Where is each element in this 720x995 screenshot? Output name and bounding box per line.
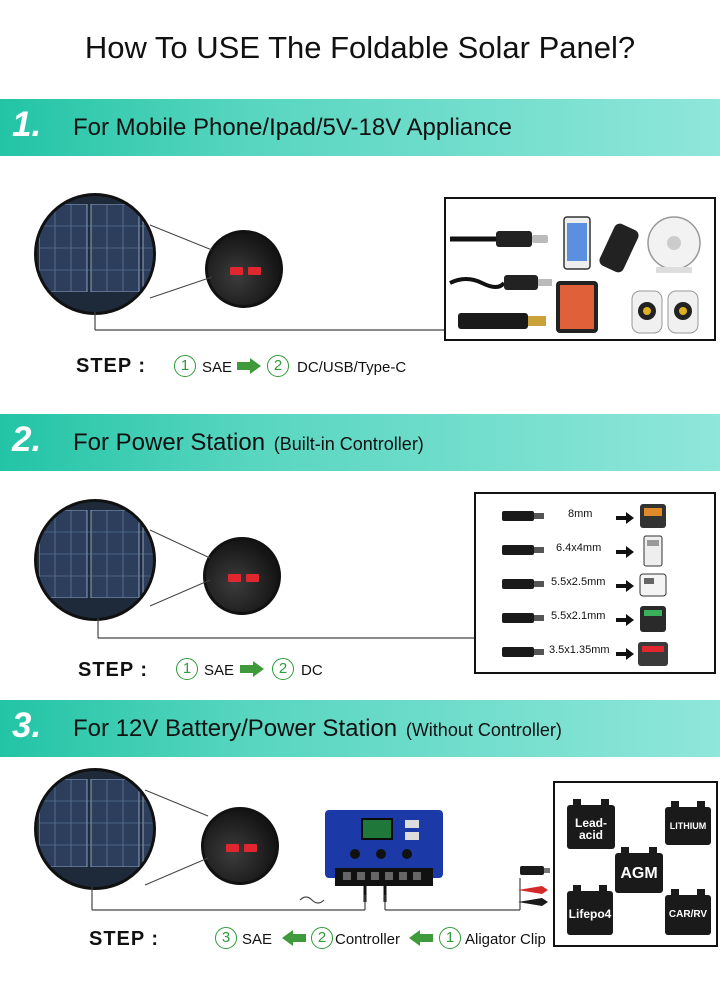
arrow-right-icon [616, 512, 634, 524]
battery-icons [567, 799, 711, 935]
section-2-number: 2. [12, 420, 42, 459]
tablet-icon [556, 281, 598, 333]
step-label-3: STEP : [89, 928, 160, 950]
connector-size: 5.5x2.1mm [551, 610, 606, 622]
usb-port-icon [246, 574, 259, 582]
connector-row: 5.5x2.1mm [476, 606, 666, 630]
power-station-icon [638, 642, 668, 666]
power-bank-icon [599, 223, 639, 273]
usb-port-icon [244, 844, 257, 852]
connector-row: 3.5x1.35mm [476, 640, 666, 664]
step-text: SAE [204, 662, 235, 679]
cable-icon [458, 313, 546, 329]
connector-row: 6.4x4mm [476, 538, 666, 562]
arrow-right-icon [237, 358, 261, 374]
battery-icon [567, 799, 615, 849]
step-number: 3 [215, 927, 237, 949]
arrow-left-icon [409, 930, 433, 946]
usb-port-icon [248, 267, 261, 275]
cable-icon [449, 275, 552, 290]
connectors-box: 8mm 6.4x4mm 5.5x2.5mm 5.5x2.1mm 3.5x1.35… [474, 492, 716, 674]
usb-port-icon [205, 230, 283, 308]
power-station-icon [640, 606, 666, 632]
battery-label: AGM [620, 865, 658, 882]
power-station-icons [616, 504, 668, 666]
step-number: 2 [272, 658, 294, 680]
cable-icon [502, 613, 544, 623]
section-3-header: 3. For 12V Battery/Power Station (Withou… [0, 700, 720, 757]
battery-icon [567, 885, 613, 935]
battery-icon [615, 847, 663, 893]
cable-icon [502, 647, 544, 657]
cable-icon [450, 231, 548, 247]
section-1-heading: For Mobile Phone/Ipad/5V-18V Appliance [73, 114, 512, 141]
step-number: 2 [311, 927, 333, 949]
fan-icon [647, 216, 701, 273]
step-number: 2 [267, 355, 289, 377]
section-2-header: 2. For Power Station (Built-in Controlle… [0, 414, 720, 471]
cable-icon [502, 545, 544, 555]
appliances-illustration [449, 216, 701, 334]
connector-size: 6.4x4mm [556, 542, 602, 554]
appliances-box [444, 197, 716, 341]
step-number: 1 [176, 658, 198, 680]
arrow-right-icon [616, 580, 634, 592]
battery-label: Lead-acid [574, 816, 607, 842]
step-text: Controller [335, 931, 401, 948]
step-text: SAE [242, 931, 273, 948]
battery-label: Lifepo4 [568, 907, 612, 921]
connector-row: 5.5x2.5mm [476, 572, 666, 596]
step-label-2: STEP : [78, 659, 149, 681]
section-2-heading: For Power Station (Built-in Controller) [73, 429, 424, 456]
arrow-left-icon [282, 930, 306, 946]
battery-label: LITHIUM [669, 821, 707, 831]
step-label-1: STEP : [76, 355, 147, 377]
section-1-header: 1. For Mobile Phone/Ipad/5V-18V Applianc… [0, 99, 720, 156]
connector-size: 5.5x2.5mm [551, 576, 606, 588]
usb-port-icon [230, 267, 243, 275]
battery-label: CAR/RV [668, 909, 708, 920]
section-1-number: 1. [12, 105, 42, 144]
usb-port-icon [226, 844, 239, 852]
power-station-icon [639, 573, 667, 597]
power-station-icon [643, 535, 663, 567]
step-text: DC [301, 662, 323, 679]
arrow-right-icon [616, 546, 634, 558]
usb-port-icon [228, 574, 241, 582]
step-text: Aligator Clip [465, 931, 546, 948]
solar-panel-icon [34, 768, 156, 890]
section-3-number: 3. [12, 706, 42, 745]
page-title: How To USE The Foldable Solar Panel? [84, 30, 636, 65]
charge-controller-icon [325, 810, 443, 902]
usb-port-icon [201, 807, 279, 885]
connector-size: 8mm [568, 508, 593, 520]
step-number: 1 [174, 355, 196, 377]
usb-port-icon [203, 537, 281, 615]
battery-icon [665, 889, 711, 935]
power-station-icon [640, 504, 666, 528]
step-text: SAE [202, 359, 233, 376]
phone-icon [563, 216, 591, 270]
arrow-right-icon [616, 614, 634, 626]
battery-icon [665, 801, 711, 845]
alligator-clip-icon [518, 866, 550, 906]
connector-size: 3.5x1.35mm [549, 644, 610, 656]
cable-icon [502, 511, 544, 521]
speaker-icon [631, 290, 699, 334]
connector-row: 8mm [476, 504, 666, 528]
arrow-right-icon [616, 648, 634, 660]
solar-panel-icon [34, 499, 156, 621]
step-number: 1 [439, 927, 461, 949]
section-3-heading: For 12V Battery/Power Station (Without C… [73, 715, 562, 742]
cable-icon [502, 579, 544, 589]
solar-panel-icon [34, 193, 156, 315]
battery-types-box: Lead-acid LITHIUM AGM Lifepo4 CAR/RV [553, 781, 718, 947]
arrow-right-icon [240, 661, 264, 677]
step-text: DC/USB/Type-C [297, 359, 407, 376]
